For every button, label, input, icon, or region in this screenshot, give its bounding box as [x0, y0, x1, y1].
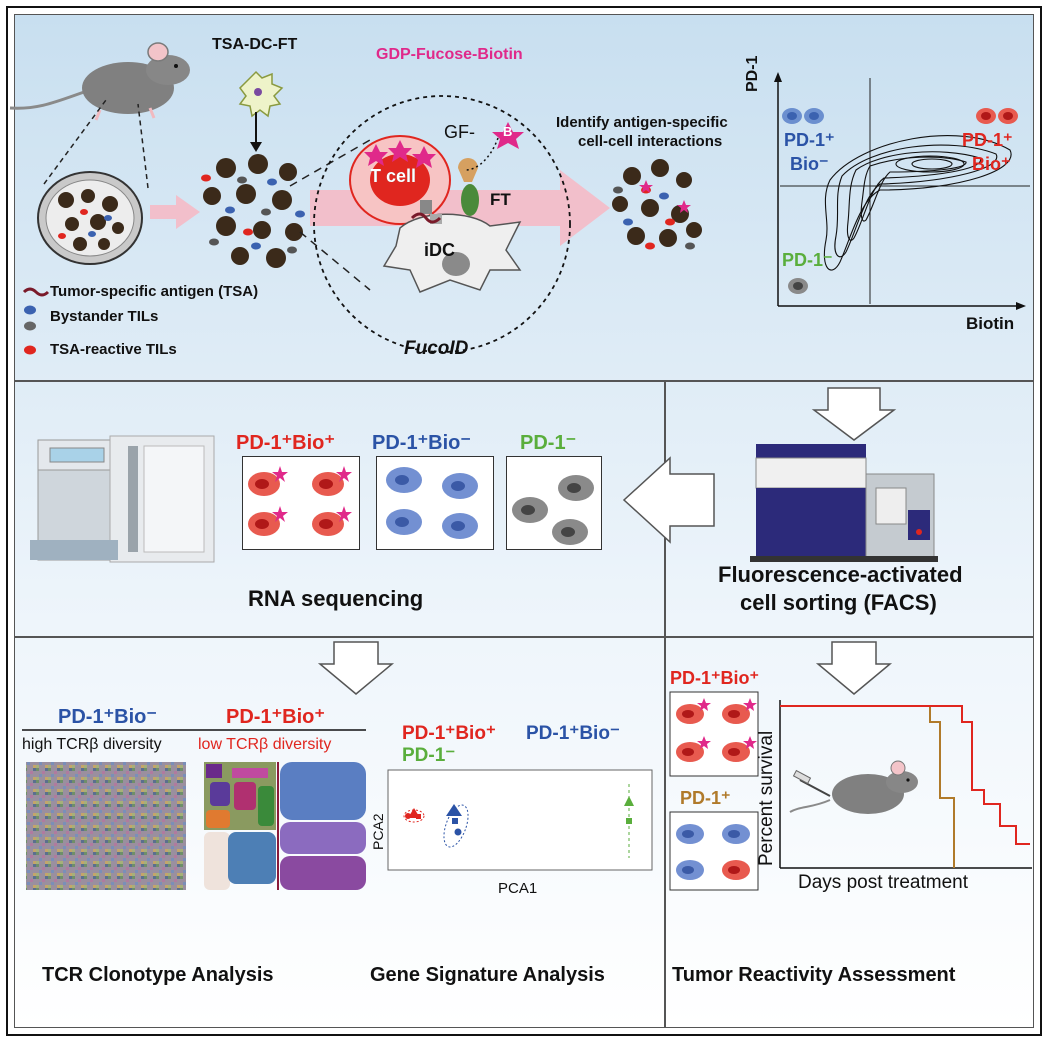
rna-sequencing-label: RNA sequencing — [248, 586, 424, 611]
survival-curve-bio-pos — [780, 705, 1030, 845]
survival-y-axis-label: Percent survival — [756, 730, 777, 866]
quadrant-tr-line1: PD-1⁺ — [962, 130, 1013, 150]
tsa-dc-ft-label: TSA-DC-FT — [212, 36, 298, 53]
grp-pd1-bio-neg: PD-1⁺Bio⁻ — [372, 432, 471, 454]
tsa-legend-icon — [22, 287, 50, 297]
facs-label-line1: Fluorescence-activated — [718, 562, 963, 587]
pca-group-bio-neg — [443, 804, 469, 848]
high-diversity-label: high TCRβ diversity — [22, 736, 162, 753]
facs-x-axis-label: Biotin — [966, 314, 1015, 333]
arrow-to-analysis — [317, 641, 395, 695]
sequencer-icon — [30, 435, 215, 563]
surv-grp-bio-pos: PD-1⁺Bio⁺ — [670, 668, 760, 688]
high-diversity-treemap — [26, 762, 186, 890]
identify-line-1: Identify antigen-specific — [556, 114, 728, 131]
pca-grp-bio-neg: PD-1⁺Bio⁻ — [526, 723, 620, 744]
legend-bystander: Bystander TILs — [50, 308, 159, 325]
gf-label: GF- — [444, 122, 475, 142]
labeled-cells-cluster — [612, 159, 702, 250]
idc-label: iDC — [424, 240, 455, 260]
arrow-to-sequencing — [622, 456, 715, 544]
facs-machine-icon — [750, 444, 938, 562]
divider-mid — [14, 636, 1034, 638]
title-gene-signature: Gene Signature Analysis — [370, 964, 605, 986]
grp-pd1-neg: PD-1⁻ — [520, 432, 577, 454]
quadrant-tr-line2: Bio⁺ — [972, 154, 1011, 174]
legend-reactive: TSA-reactive TILs — [50, 341, 177, 358]
mouse-tail — [9, 88, 91, 110]
facs-cell-icons — [782, 108, 1018, 294]
arrow-to-facs — [811, 387, 897, 441]
pca-plot-area — [387, 769, 653, 871]
mouse-ear — [147, 42, 169, 62]
pca-group-bio-pos — [403, 808, 425, 823]
biotin-b-label: B — [503, 124, 513, 139]
survival-mouse-icon — [789, 760, 918, 814]
til-cluster — [201, 154, 305, 268]
pca-grp-bio-pos: PD-1⁺Bio⁺ — [402, 723, 496, 744]
bystander-legend-icon-gray — [24, 321, 36, 331]
t-cell-label: T cell — [370, 166, 417, 186]
quadrant-tl-line2: Bio⁻ — [790, 154, 829, 174]
low-diversity-label: low TCRβ diversity — [198, 736, 332, 753]
divider-top — [14, 380, 1034, 382]
tcr-grp-bio-pos: PD-1⁺Bio⁺ — [226, 706, 325, 728]
quadrant-bl-label: PD-1⁻ — [782, 250, 833, 270]
surv-panel-bio-pos — [669, 691, 759, 777]
low-diversity-treemap — [204, 762, 366, 890]
fucoid-label: FucoID — [404, 338, 469, 359]
flow-arrow-2 — [310, 170, 610, 246]
identify-line-2: cell-cell interactions — [578, 133, 723, 150]
arrow-to-reactivity — [815, 641, 893, 695]
reactive-legend-icon — [24, 345, 36, 355]
mouse-head — [146, 55, 190, 85]
outer-frame — [6, 6, 1042, 1036]
pca-grp-neg: PD-1⁻ — [402, 745, 456, 766]
bystander-legend-icon-blue — [24, 305, 36, 315]
surv-grp-pd1: PD-1⁺ — [680, 788, 731, 808]
flow-arrow-1 — [150, 195, 200, 229]
pca-y-axis-label: PCA2 — [370, 813, 386, 850]
divider-vertical — [664, 382, 666, 1028]
facs-label-line2: cell sorting (FACS) — [740, 590, 937, 615]
gdp-fucose-biotin-label: GDP-Fucose-Biotin — [376, 46, 523, 63]
pca-group-neg — [624, 784, 634, 858]
title-tumor-reactivity: Tumor Reactivity Assessment — [672, 964, 956, 986]
survival-x-axis-label: Days post treatment — [798, 872, 969, 893]
quadrant-tl-line1: PD-1⁺ — [784, 130, 835, 150]
legend-tsa: Tumor-specific antigen (TSA) — [50, 283, 259, 300]
pca-x-axis-label: PCA1 — [498, 880, 538, 897]
tcr-grp-bio-neg: PD-1⁺Bio⁻ — [58, 706, 157, 728]
grp-pd1-bio-pos: PD-1⁺Bio⁺ — [236, 432, 335, 454]
fucoid-zoom-circle — [313, 95, 571, 353]
title-tcr-clonotype: TCR Clonotype Analysis — [42, 964, 274, 986]
ft-label: FT — [490, 190, 511, 209]
dendritic-cell-icon — [238, 70, 284, 118]
